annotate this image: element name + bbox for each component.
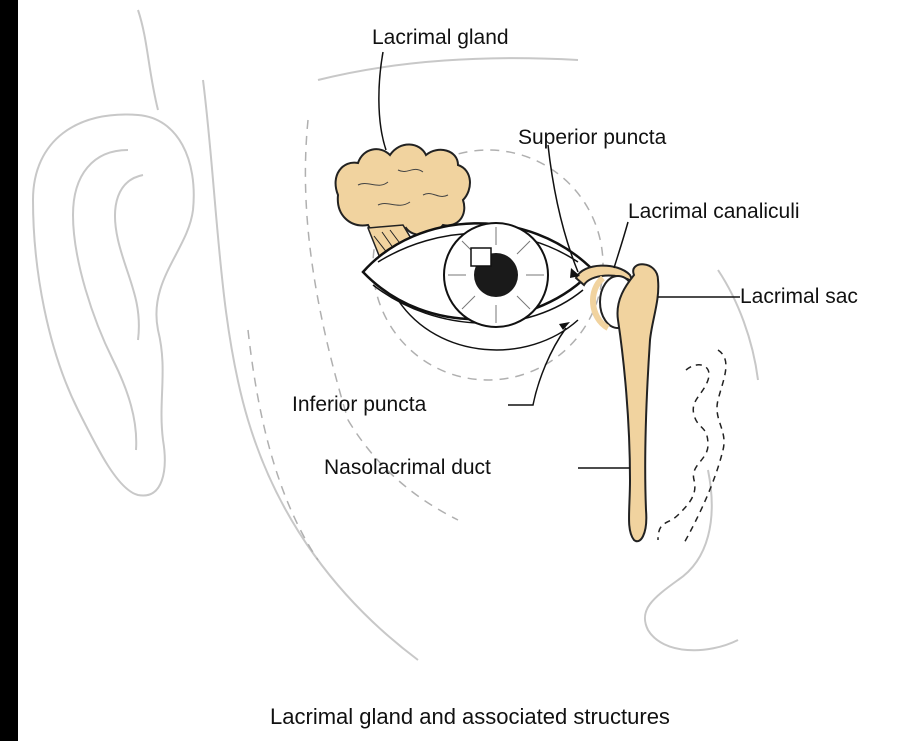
hairline [138,10,158,110]
label-lacrimal-sac: Lacrimal sac [740,285,858,309]
label-superior-puncta: Superior puncta [518,126,666,150]
lacrimal-sac-shape [617,264,658,541]
forehead [318,58,578,80]
leader-inferior-puncta [508,328,566,405]
ear-fold [115,175,143,340]
label-nasolacrimal-duct: Nasolacrimal duct [324,456,491,480]
nasal-conchae [658,350,726,545]
lacrimal-anatomy-illustration [18,0,922,741]
light-reflection [471,248,491,266]
label-lacrimal-gland: Lacrimal gland [372,26,509,50]
ear-outline [33,114,194,495]
lacrimal-drainage [576,264,658,541]
leader-lacrimal-canaliculi [614,222,628,268]
diagram-panel: Lacrimal gland Superior puncta Lacrimal … [18,0,922,741]
figure-caption: Lacrimal gland and associated structures [18,704,922,730]
label-lacrimal-canaliculi: Lacrimal canaliculi [628,200,800,224]
nose-outline [645,470,738,650]
ear-inner [73,150,136,450]
label-inferior-puncta: Inferior puncta [292,393,426,417]
